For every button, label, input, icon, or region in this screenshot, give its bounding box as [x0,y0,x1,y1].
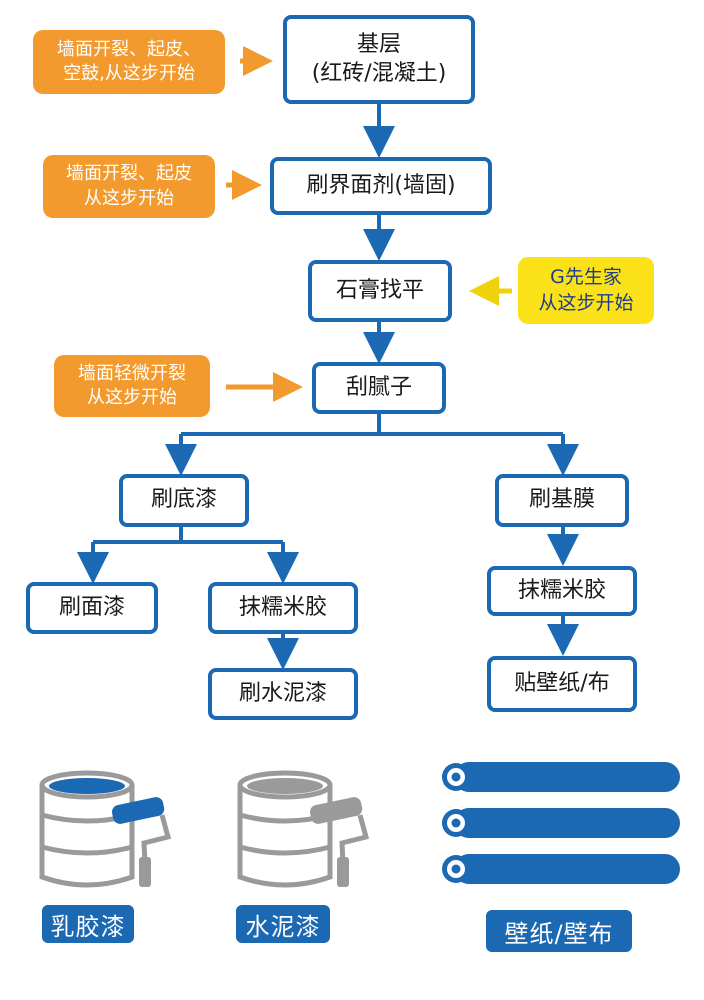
node-topcoat-label: 刷面漆 [58,594,125,620]
node-glutinous-right-label: 抹糯米胶 [517,577,606,603]
node-undercoat-label: 刷底漆 [150,487,217,513]
node-cement-paint-label: 刷水泥漆 [238,680,327,706]
node-glutinous-right: 抹糯米胶 [487,566,637,616]
wallpaper-roll-3 [442,854,680,884]
note-slight-cracking-line2: 从这步开始 [87,387,177,408]
node-base-title: 基层 [356,31,401,57]
node-base-film: 刷基膜 [495,474,629,527]
label-latex-paint: 乳胶漆 [42,905,134,943]
label-cement-paint: 水泥漆 [236,905,330,943]
node-wallpaper-label: 贴壁纸/布 [514,670,610,696]
node-putty-label: 刮腻子 [345,374,412,400]
node-putty: 刮腻子 [312,362,446,414]
wallpaper-roll-2 [442,808,680,838]
node-primer-label: 刷界面剂(墙固) [306,172,456,198]
node-glutinous-left-label: 抹糯米胶 [238,594,327,620]
node-glutinous-left: 抹糯米胶 [208,582,358,634]
label-wallpaper: 壁纸/壁布 [486,910,632,952]
note-cracking-hollow: 墙面开裂、起皮、 空鼓,从这步开始 [33,30,225,94]
node-cement-paint: 刷水泥漆 [208,668,358,720]
note-cracking-peeling-line1: 墙面开裂、起皮 [66,163,192,185]
note-mr-g-home-line2: 从这步开始 [538,291,634,314]
note-cracking-hollow-line1: 墙面开裂、起皮、 [57,38,201,60]
node-primer: 刷界面剂(墙固) [270,157,492,215]
note-cracking-peeling-line2: 从这步开始 [84,187,174,209]
wallpaper-rolls-icon [442,762,680,884]
cement-paint-bucket-icon [237,770,370,888]
note-cracking-peeling: 墙面开裂、起皮 从这步开始 [43,155,215,218]
node-base: 基层 (红砖/混凝土) [283,15,475,104]
node-gypsum-label: 石膏找平 [335,277,424,303]
latex-paint-bucket-icon [39,770,172,888]
node-undercoat: 刷底漆 [119,474,249,527]
node-topcoat: 刷面漆 [26,582,158,634]
node-gypsum: 石膏找平 [308,260,452,322]
note-mr-g-home-line1: G先生家 [550,265,622,288]
note-slight-cracking: 墙面轻微开裂 从这步开始 [54,355,210,417]
node-base-subtitle: (红砖/混凝土) [311,60,447,86]
note-slight-cracking-line1: 墙面轻微开裂 [78,362,186,384]
node-base-film-label: 刷基膜 [528,487,595,513]
note-mr-g-home: G先生家 从这步开始 [518,257,654,324]
note-cracking-hollow-line2: 空鼓,从这步开始 [63,63,195,84]
node-wallpaper: 贴壁纸/布 [487,656,637,712]
wallpaper-roll-1 [442,762,680,792]
